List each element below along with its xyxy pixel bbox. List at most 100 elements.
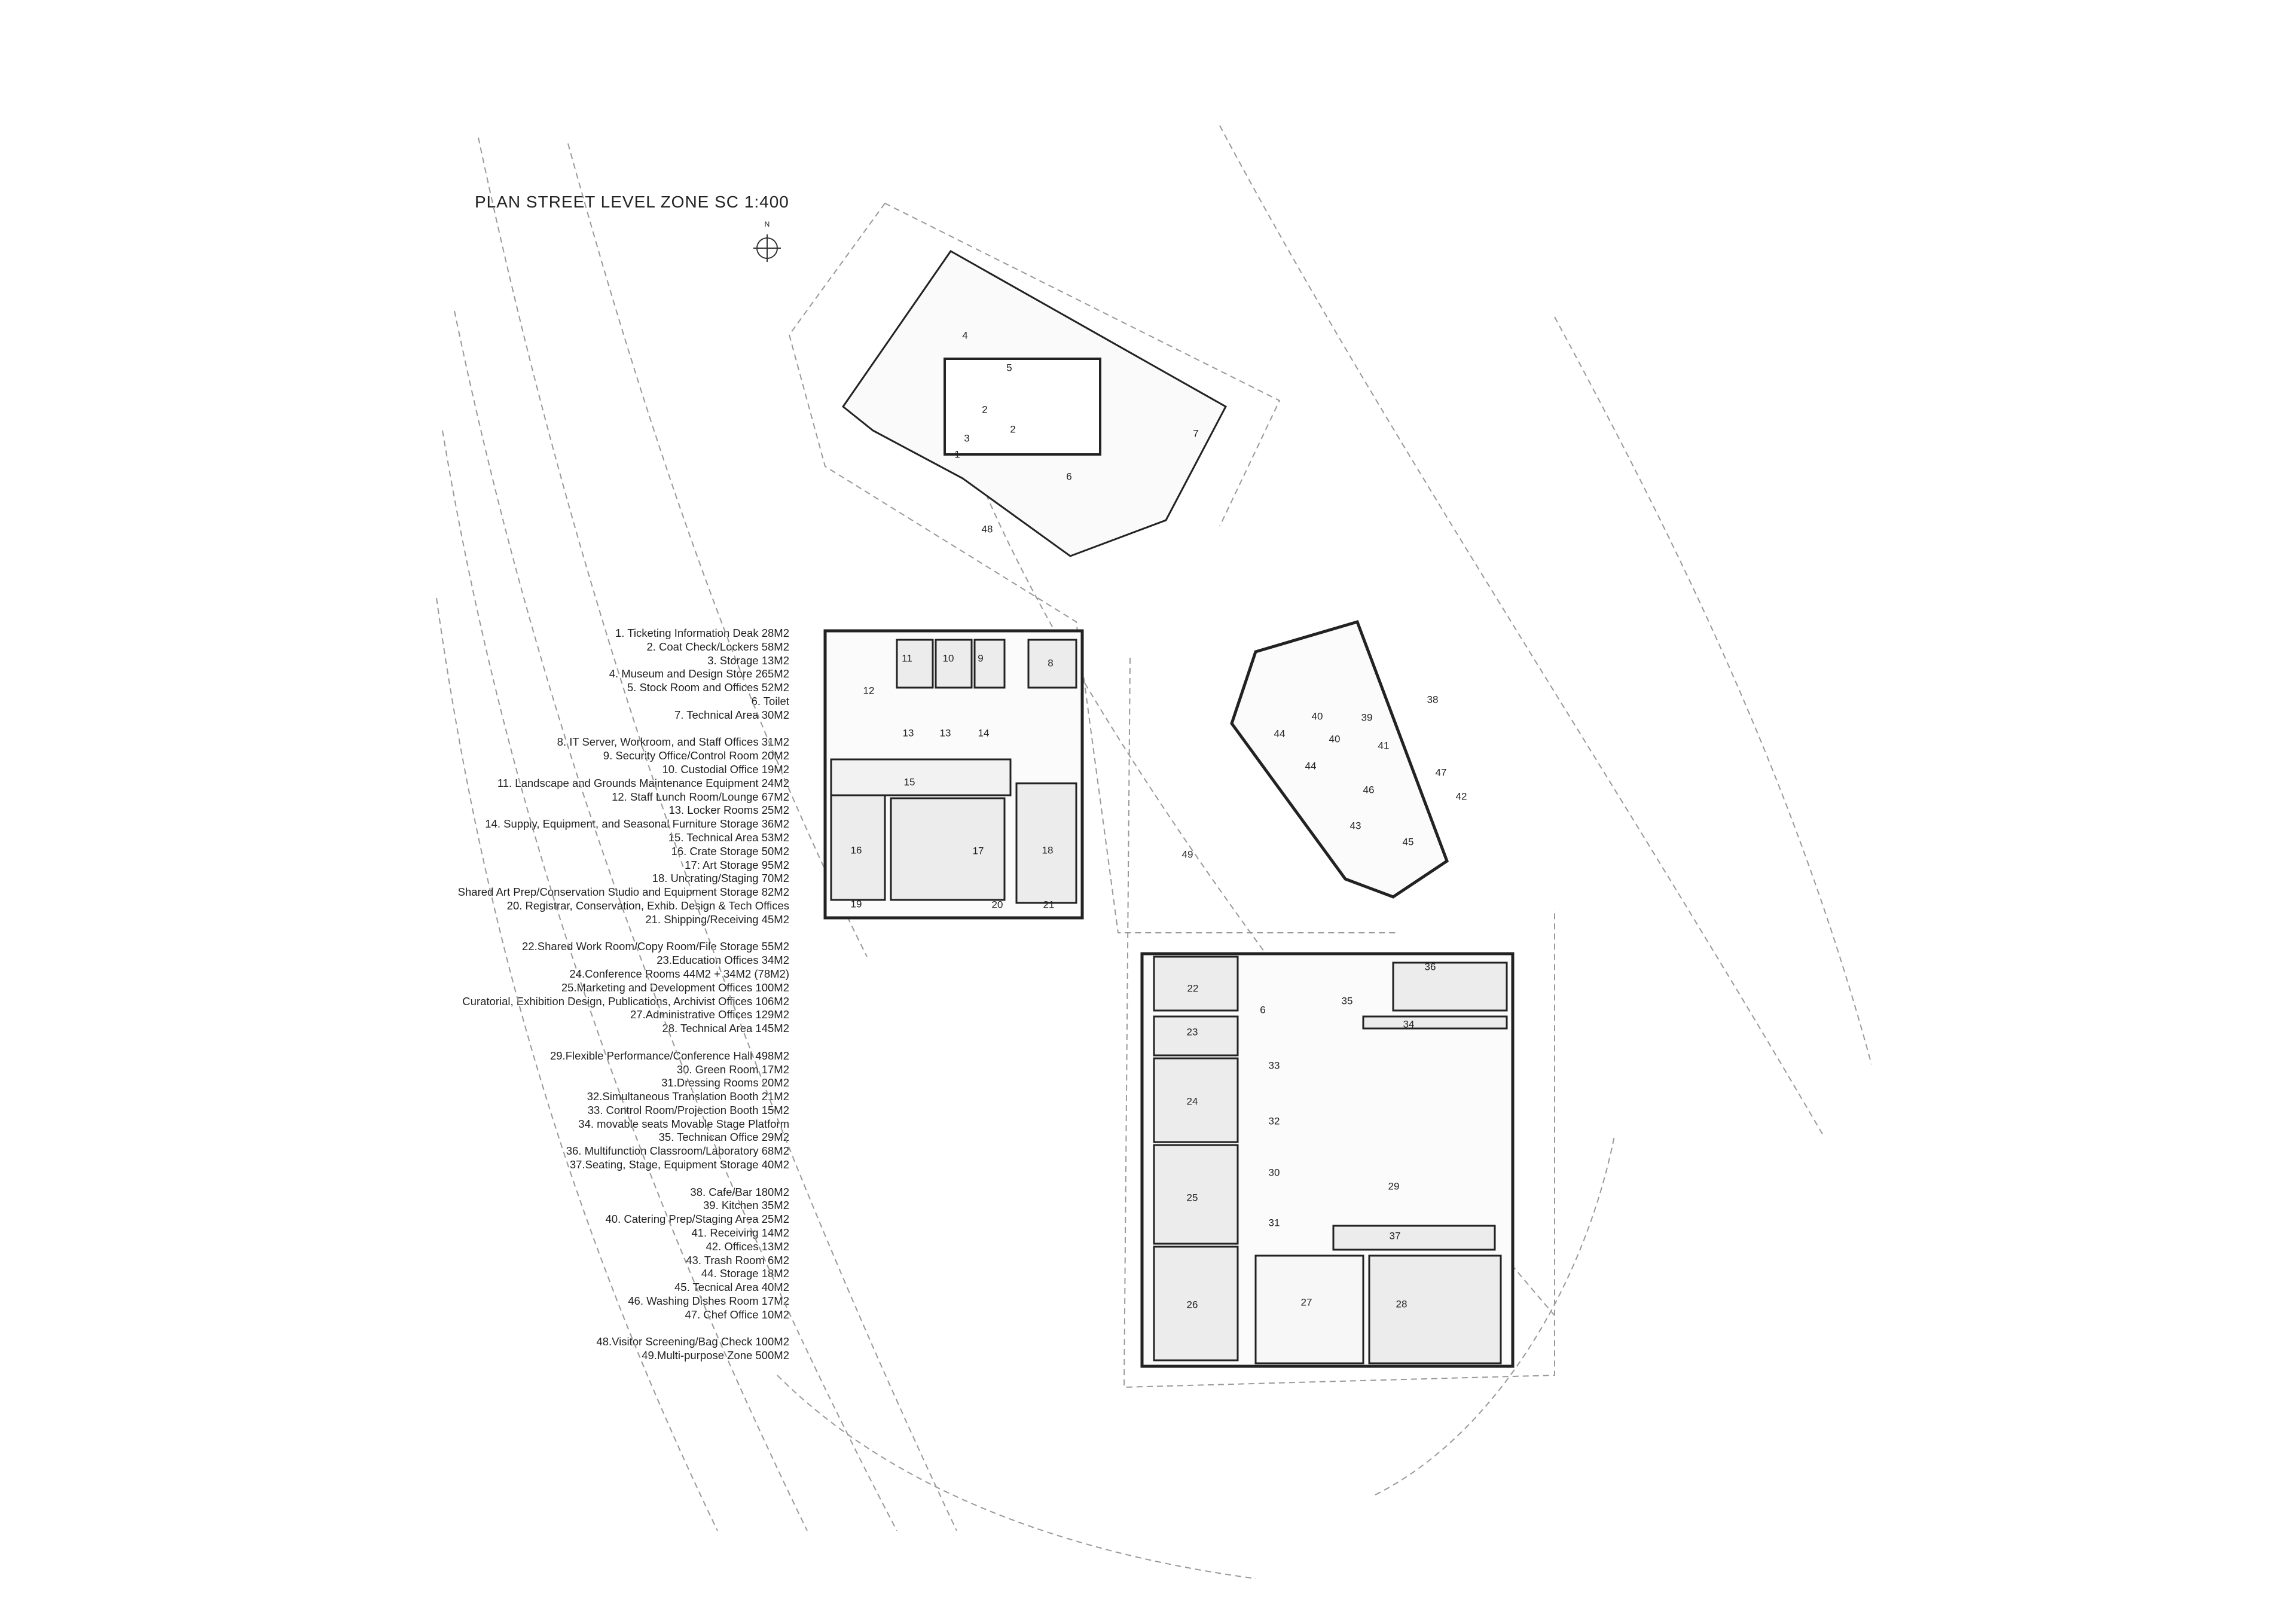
legend-item: 31.Dressing Rooms 20M2 xyxy=(661,1076,789,1089)
room-label: 49 xyxy=(1182,848,1193,860)
north-label: N xyxy=(765,220,770,228)
room-label: 35 xyxy=(1342,995,1353,1006)
legend-item: 16. Crate Storage 50M2 xyxy=(671,844,789,857)
legend-item: 35. Technican Office 29M2 xyxy=(658,1131,789,1144)
room-label: 44 xyxy=(1305,760,1317,771)
room-label: 13 xyxy=(940,727,951,738)
legend-item: 8. IT Server, Workroom, and Staff Office… xyxy=(557,735,789,749)
legend-item: 38. Cafe/Bar 180M2 xyxy=(690,1185,789,1198)
room-label: 10 xyxy=(943,652,954,664)
legend-item: 23.Education Offices 34M2 xyxy=(657,954,789,967)
legend-item: 48.Visitor Screening/Bag Check 100M2 xyxy=(596,1335,789,1348)
room-numbers: 1 2 2 3 4 5 6 7 48 8 9 10 11 12 13 13 14… xyxy=(851,329,1467,1310)
legend-item: 12. Staff Lunch Room/Lounge 67M2 xyxy=(612,790,789,803)
room-label: 11 xyxy=(902,652,912,664)
legend-item: 36. Multifunction Classroom/Laboratory 6… xyxy=(566,1144,789,1158)
legend-item: 42. Offices 13M2 xyxy=(706,1240,789,1253)
room-label: 7 xyxy=(1193,428,1198,439)
legend-item: 33. Control Room/Projection Booth 15M2 xyxy=(587,1103,789,1116)
legend-item: 34. movable seats Movable Stage Platform xyxy=(578,1117,789,1130)
legend-item: 40. Catering Prep/Staging Area 25M2 xyxy=(605,1213,790,1226)
room-label: 29 xyxy=(1388,1180,1400,1192)
room-label: 32 xyxy=(1269,1115,1280,1127)
room-label: 31 xyxy=(1269,1217,1280,1228)
room-label: 5 xyxy=(1006,362,1012,373)
room-label: 1 xyxy=(954,448,960,460)
legend-item: 21. Shipping/Receiving 45M2 xyxy=(645,912,789,926)
room-label: 26 xyxy=(1187,1299,1198,1310)
legend-item: 4. Museum and Design Store 265M2 xyxy=(609,667,789,680)
legend-item: 2. Coat Check/Lockers 58M2 xyxy=(646,640,789,653)
room-label: 43 xyxy=(1350,820,1361,831)
room-label: 38 xyxy=(1427,694,1439,705)
legend-item: 41. Receiving 14M2 xyxy=(691,1226,789,1240)
legend-item: 28. Technical Area 145M2 xyxy=(662,1022,789,1035)
room-label: 47 xyxy=(1436,767,1447,778)
room-label: 36 xyxy=(1425,961,1436,972)
room-label: 44 xyxy=(1274,728,1286,739)
legend-item: 9. Security Office/Control Room 20M2 xyxy=(603,749,789,762)
legend-item: Curatorial, Exhibition Design, Publicati… xyxy=(462,994,789,1008)
room-label: 23 xyxy=(1187,1026,1198,1037)
legend-item: 25.Marketing and Development Offices 100… xyxy=(561,981,789,994)
legend-item: 20. Registrar, Conservation, Exhib. Desi… xyxy=(506,899,789,912)
legend-item: 7. Technical Area 30M2 xyxy=(674,708,789,721)
legend-item: 47. Chef Office 10M2 xyxy=(685,1308,789,1321)
legend-item: 3. Storage 13M2 xyxy=(707,654,789,667)
legend-item: 27.Administrative Offices 129M2 xyxy=(630,1008,789,1021)
north-arrow: N xyxy=(753,220,781,262)
room-label: 4 xyxy=(962,329,967,341)
room-label: 34 xyxy=(1403,1018,1415,1030)
legend-item: 10. Custodial Office 19M2 xyxy=(662,762,789,776)
room-label: 46 xyxy=(1363,784,1375,795)
room-label: 13 xyxy=(903,727,914,738)
room-label: 39 xyxy=(1361,712,1373,723)
legend-item: 17: Art Storage 95M2 xyxy=(685,858,789,871)
room-label: 2 xyxy=(982,404,987,415)
room-label: 16 xyxy=(851,844,862,856)
room-label: 37 xyxy=(1390,1230,1401,1241)
legend-item: 44. Storage 18M2 xyxy=(701,1267,789,1280)
legend-item: 22.Shared Work Room/Copy Room/File Stora… xyxy=(522,940,789,953)
room-label: 42 xyxy=(1456,790,1467,802)
room-label: 24 xyxy=(1187,1095,1198,1107)
plan-title: PLAN STREET LEVEL ZONE SC 1:400 xyxy=(475,193,789,211)
room-label: 48 xyxy=(982,523,993,535)
room-label: 28 xyxy=(1396,1298,1407,1309)
room-label: 30 xyxy=(1269,1167,1280,1178)
legend-item: 5. Stock Room and Offices 52M2 xyxy=(627,681,789,694)
room-label: 6 xyxy=(1066,471,1071,482)
rooms xyxy=(830,639,1508,1364)
legend-item: 29.Flexible Performance/Conference Hall … xyxy=(549,1049,789,1062)
room-label: 20 xyxy=(992,899,1003,910)
room-label: 40 xyxy=(1329,733,1341,744)
room-label: 18 xyxy=(1042,844,1054,856)
legend-item: 1. Ticketing Information Deak 28M2 xyxy=(615,627,789,639)
legend-item: 6. Toilet xyxy=(751,694,789,707)
legend-item: 37.Seating, Stage, Equipment Storage 40M… xyxy=(569,1158,789,1171)
room-label: 33 xyxy=(1269,1060,1280,1071)
legend-item: 46. Washing Dishes Room 17M2 xyxy=(628,1295,789,1308)
room-label: 19 xyxy=(851,898,862,909)
legend-item: 11. Landscape and Grounds Maintenance Eq… xyxy=(497,776,789,789)
legend-item: 13. Locker Rooms 25M2 xyxy=(668,804,789,817)
room-label: 3 xyxy=(964,432,969,444)
room-label: 14 xyxy=(978,727,990,738)
room-label: 12 xyxy=(863,685,875,696)
room-label: 27 xyxy=(1301,1296,1312,1308)
room-label: 45 xyxy=(1403,836,1414,847)
room-label: 9 xyxy=(978,652,983,664)
legend-item: 32.Simultaneous Translation Booth 21M2 xyxy=(587,1090,789,1103)
room-label: 40 xyxy=(1312,710,1323,722)
room-label: 6 xyxy=(1260,1004,1265,1015)
room-label: 22 xyxy=(1187,982,1199,994)
legend-item: 49.Multi-purpose Zone 500M2 xyxy=(642,1349,789,1362)
legend-item: 24.Conference Rooms 44M2 + 34M2 (78M2) xyxy=(569,967,789,980)
room-label: 25 xyxy=(1187,1192,1198,1203)
legend-item: 30. Green Room 17M2 xyxy=(676,1063,789,1076)
legend-item: 15. Technical Area 53M2 xyxy=(668,831,789,844)
legend-item: 45. Tecnical Area 40M2 xyxy=(674,1281,789,1294)
room-label: 41 xyxy=(1378,740,1390,751)
